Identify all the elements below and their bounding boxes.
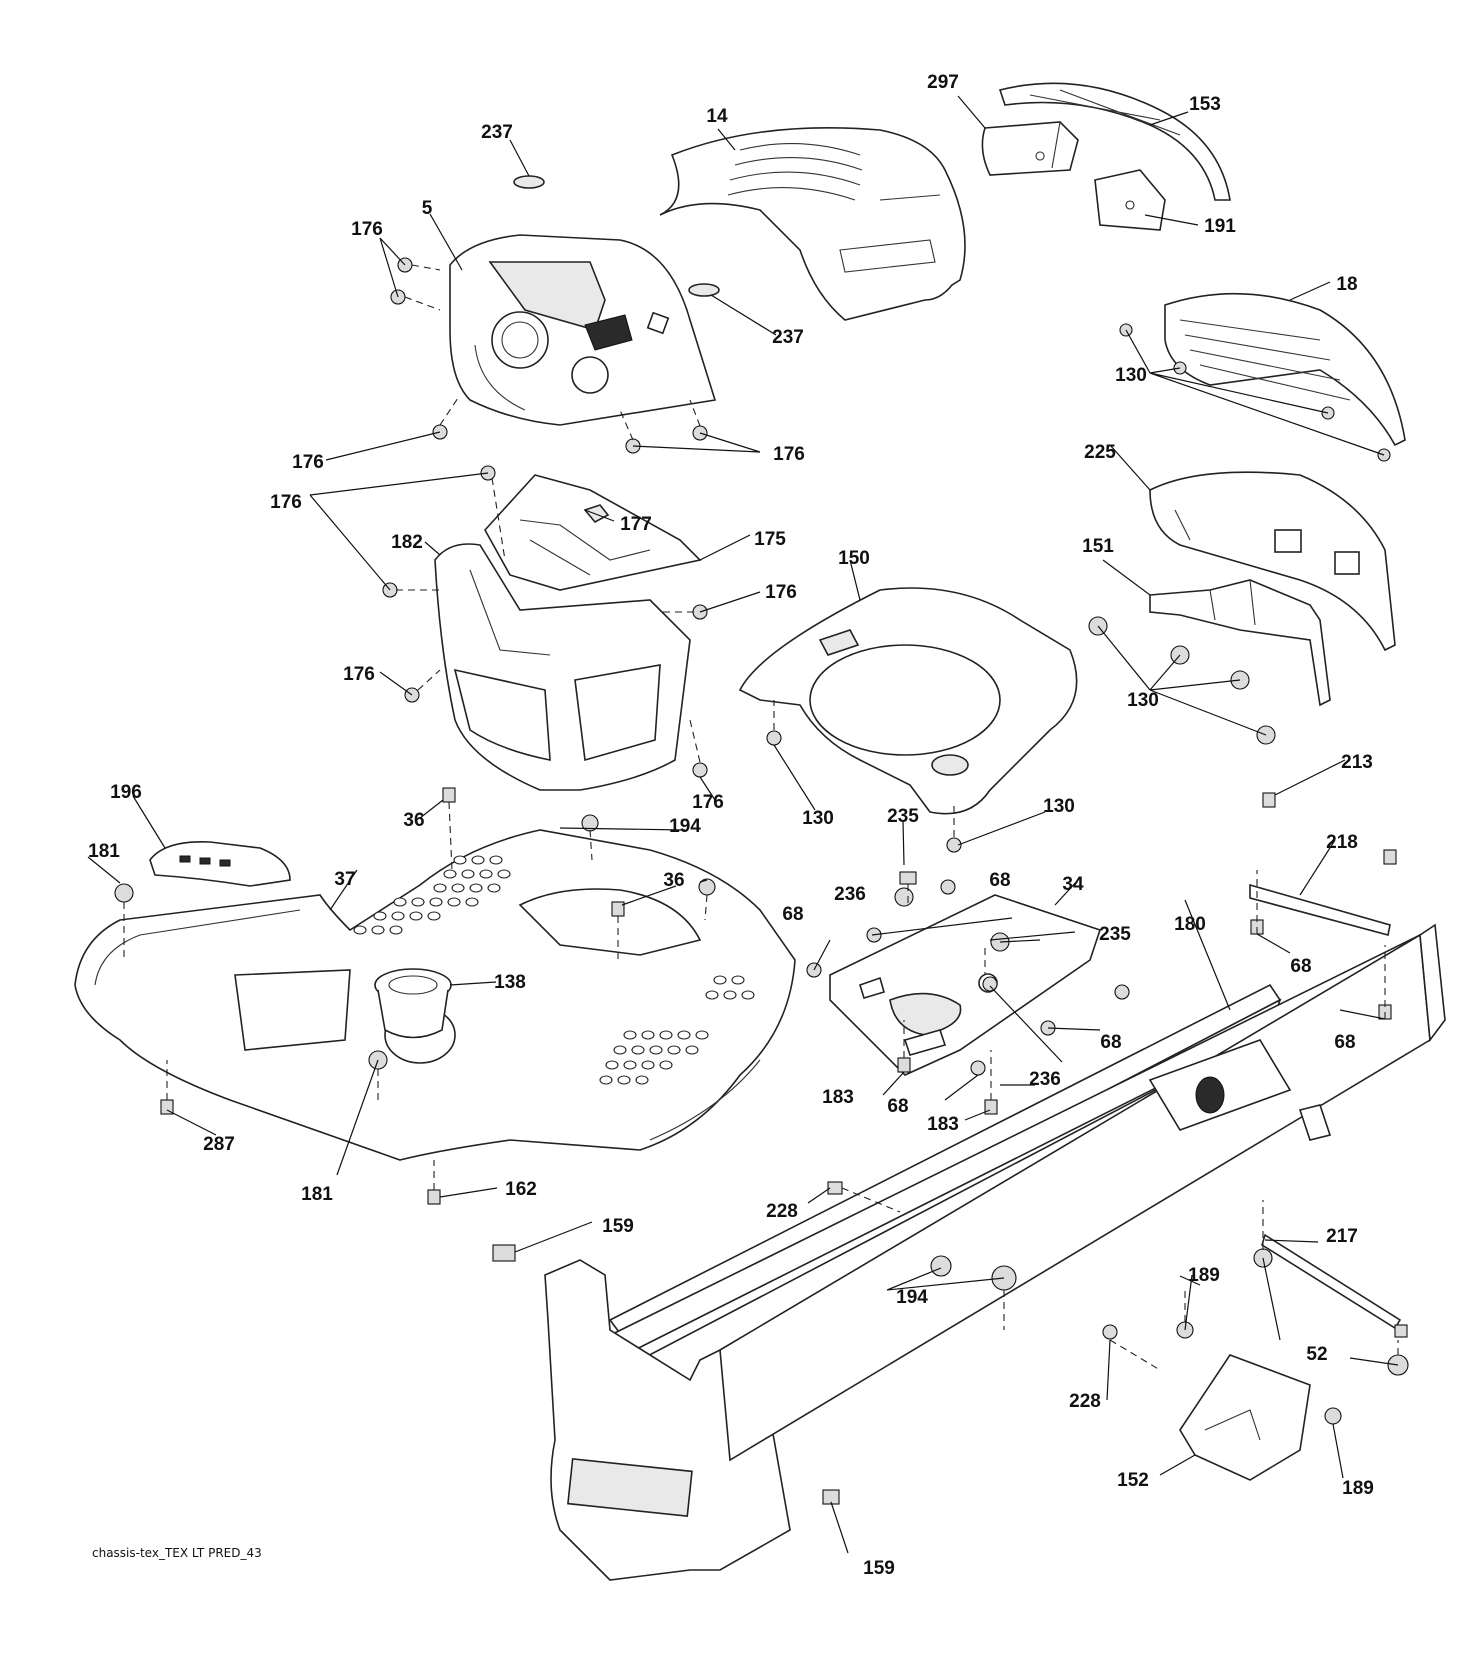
callout-189-a: 189: [1188, 1265, 1220, 1286]
callout-130-grille: 130: [1115, 365, 1147, 386]
part-frame-rail: [558, 933, 1432, 1382]
callout-150: 150: [838, 548, 870, 569]
part-plug-top: [513, 175, 545, 189]
callout-37: 37: [334, 869, 355, 890]
callout-180: 180: [1174, 914, 1206, 935]
callout-297: 297: [927, 72, 959, 93]
callout-130-bracket: 130: [1127, 690, 1159, 711]
part-grille: [1164, 292, 1406, 447]
callout-225: 225: [1084, 442, 1116, 463]
callout-176-a: 176: [351, 219, 383, 240]
callout-68-d: 68: [1100, 1032, 1121, 1053]
callout-213: 213: [1341, 752, 1373, 773]
part-cover-196: [149, 841, 291, 887]
callout-153: 153: [1189, 94, 1221, 115]
callout-194-a: 194: [669, 816, 701, 837]
part-guard-152: [1179, 1354, 1311, 1481]
callout-176-b: 176: [292, 452, 324, 473]
callout-183-a: 183: [822, 1087, 854, 1108]
callout-191: 191: [1204, 216, 1236, 237]
callout-181-b: 181: [301, 1184, 333, 1205]
part-bushing-138: [374, 968, 452, 1039]
part-foam-block: [981, 121, 1079, 176]
callout-151: 151: [1082, 536, 1114, 557]
callout-52: 52: [1306, 1344, 1327, 1365]
callout-236-a: 236: [834, 884, 866, 905]
diagram-caption: chassis-tex_TEX LT PRED_43: [92, 1546, 262, 1560]
callout-68-a: 68: [989, 870, 1010, 891]
callout-34: 34: [1062, 874, 1084, 895]
callout-181-a: 181: [88, 841, 120, 862]
part-foam-191: [1094, 169, 1166, 231]
callout-194-b: 194: [896, 1287, 928, 1308]
callout-189-b: 189: [1342, 1478, 1374, 1499]
callout-287: 287: [203, 1134, 235, 1155]
callout-237-hood: 237: [772, 327, 804, 348]
part-floor-plate: [738, 587, 1078, 815]
callout-176-c: 176: [773, 444, 805, 465]
part-rear-frame: [544, 923, 1446, 1581]
callout-176-f: 176: [343, 664, 375, 685]
part-seat-plate: [829, 894, 1102, 1076]
part-rod-217: [1261, 1233, 1402, 1330]
part-bracket-151: [1149, 579, 1331, 707]
callout-176-e: 176: [765, 582, 797, 603]
callout-183-b: 183: [927, 1114, 959, 1135]
callout-235-a: 235: [887, 806, 919, 827]
callout-159-b: 159: [863, 1558, 895, 1579]
callout-68-f: 68: [887, 1096, 908, 1117]
callout-18: 18: [1336, 274, 1357, 295]
callout-138: 138: [494, 972, 526, 993]
callout-36-a: 36: [403, 810, 424, 831]
callout-159-a: 159: [602, 1216, 634, 1237]
callout-237-top: 237: [481, 122, 513, 143]
callout-217: 217: [1326, 1226, 1358, 1247]
fender-vents: [353, 855, 755, 1085]
callout-5: 5: [422, 198, 433, 219]
callout-68-b: 68: [782, 904, 803, 925]
callout-175: 175: [754, 529, 786, 550]
callout-196: 196: [110, 782, 142, 803]
part-hood-cover: [659, 127, 966, 321]
callout-152: 152: [1117, 1470, 1149, 1491]
callout-162: 162: [505, 1179, 537, 1200]
callout-235-b: 235: [1099, 924, 1131, 945]
part-front-trim: [998, 82, 1231, 201]
callout-130-floor: 130: [802, 808, 834, 829]
part-plate-175: [484, 474, 702, 591]
callout-236-b: 236: [1029, 1069, 1061, 1090]
hardware: [114, 257, 1409, 1505]
callout-labels: 297 153 14 237 191 176 5 237 18 130 176 …: [88, 72, 1374, 1579]
callout-36-b: 36: [663, 870, 684, 891]
callout-228-b: 228: [1069, 1391, 1101, 1412]
callout-176-d: 176: [270, 492, 302, 513]
part-dash-panel: [449, 234, 717, 426]
part-dash-housing: [434, 543, 691, 791]
part-plug-hood: [688, 283, 720, 297]
callout-68-e: 68: [1334, 1032, 1355, 1053]
callout-218: 218: [1326, 832, 1358, 853]
part-strap-218: [1249, 883, 1391, 936]
alignment-lines: [123, 264, 1399, 1371]
callout-182: 182: [391, 532, 423, 553]
callout-14: 14: [706, 106, 728, 127]
callout-130-plate: 130: [1043, 796, 1075, 817]
callout-68-c: 68: [1290, 956, 1311, 977]
leader-lines: [87, 95, 1399, 1554]
callout-228-a: 228: [766, 1201, 798, 1222]
callout-176-g: 176: [692, 792, 724, 813]
callout-177: 177: [620, 514, 652, 535]
part-headlight-housing: [1149, 471, 1396, 652]
